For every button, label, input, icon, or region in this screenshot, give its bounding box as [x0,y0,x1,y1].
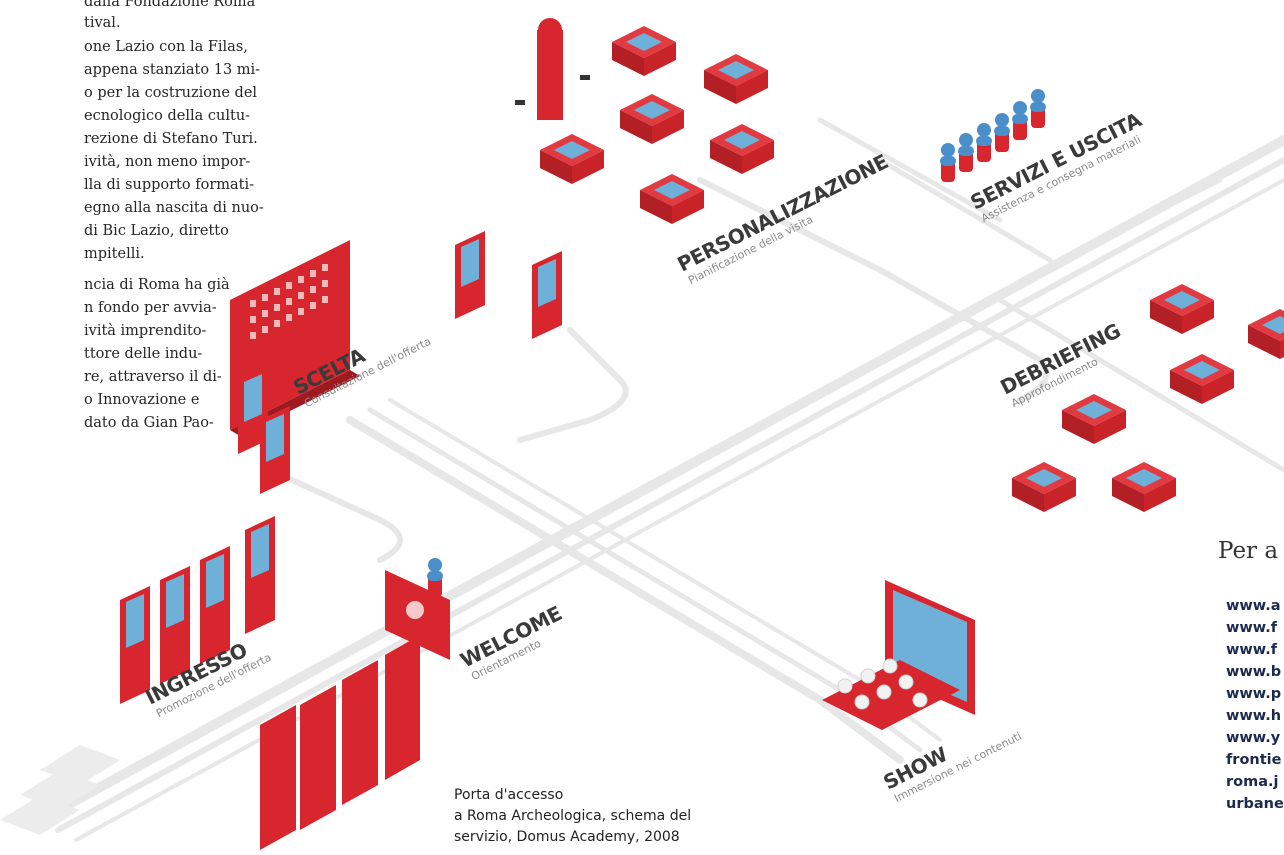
article-line: o Innovazione e [84,392,200,408]
link-item[interactable]: www.f [1226,620,1278,636]
article-line: one Lazio con la Filas, [84,39,248,55]
article-line: ecnologico della cultu- [84,108,251,124]
article-line: ncia di Roma ha già [84,277,230,293]
article-line: dato da Gian Pao- [84,415,214,431]
figure-caption: Porta d'accesso a Roma Archeologica, sch… [454,785,794,848]
article-line: ività, non meno impor- [84,154,251,170]
station-servizi: SERVIZI E USCITA Assistenza e consegna m… [966,107,1146,225]
welcome-desk [385,558,450,660]
sidebar-links: www.a www.f www.f www.b www.p www.h www.… [1226,595,1284,815]
article-line: di Bic Lazio, diretto [84,223,229,239]
link-item[interactable]: www.f [1226,642,1278,658]
station-welcome: WELCOME Orientamento [456,601,565,683]
article-line: n fondo per avvia- [84,300,217,316]
article-line: rezione di Stefano Turi. [84,131,258,147]
station-title: DEBRIEFING [996,318,1124,399]
article-text: dalla Fondazione Roma tival. one Lazio c… [0,0,264,520]
article-line: lla di supporto formati- [84,177,255,193]
article-line: re, attraverso il di- [84,369,222,385]
show-screen [822,580,975,730]
caption-line: Porta d'accesso [454,787,564,803]
article-line: tival. [84,15,121,31]
article-line: mpitelli. [84,246,145,262]
link-item[interactable]: www.y [1226,730,1281,746]
sidebar-title: Per a [1218,538,1279,564]
article-line: appena stanziato 13 mi- [84,62,261,78]
link-item[interactable]: www.p [1226,686,1282,702]
audio-guide-tower [515,18,590,120]
article-line: ività imprendito- [84,323,207,339]
article-line: dalla Fondazione Roma [84,0,256,10]
article-line: egno alla nascita di nuo- [84,200,264,216]
caption-line: a Roma Archeologica, schema del [454,808,692,824]
link-item[interactable]: www.h [1226,708,1282,724]
link-item[interactable]: www.a [1226,598,1281,614]
ingresso-panels [120,516,420,850]
station-title: SERVIZI E USCITA [966,107,1146,214]
article-line: ttore delle indu- [84,346,203,362]
link-item[interactable]: urbane [1226,796,1284,812]
arrow-chevrons [0,745,120,835]
link-item[interactable]: www.b [1226,664,1282,680]
link-item[interactable]: roma.j [1226,774,1279,790]
article-line: o per la costruzione del [84,85,258,101]
station-personalizzazione: PERSONALIZZAZIONE Pianificazione della v… [673,149,891,287]
caption-line: servizio, Domus Academy, 2008 [454,829,680,845]
link-item[interactable]: frontie [1226,752,1282,768]
